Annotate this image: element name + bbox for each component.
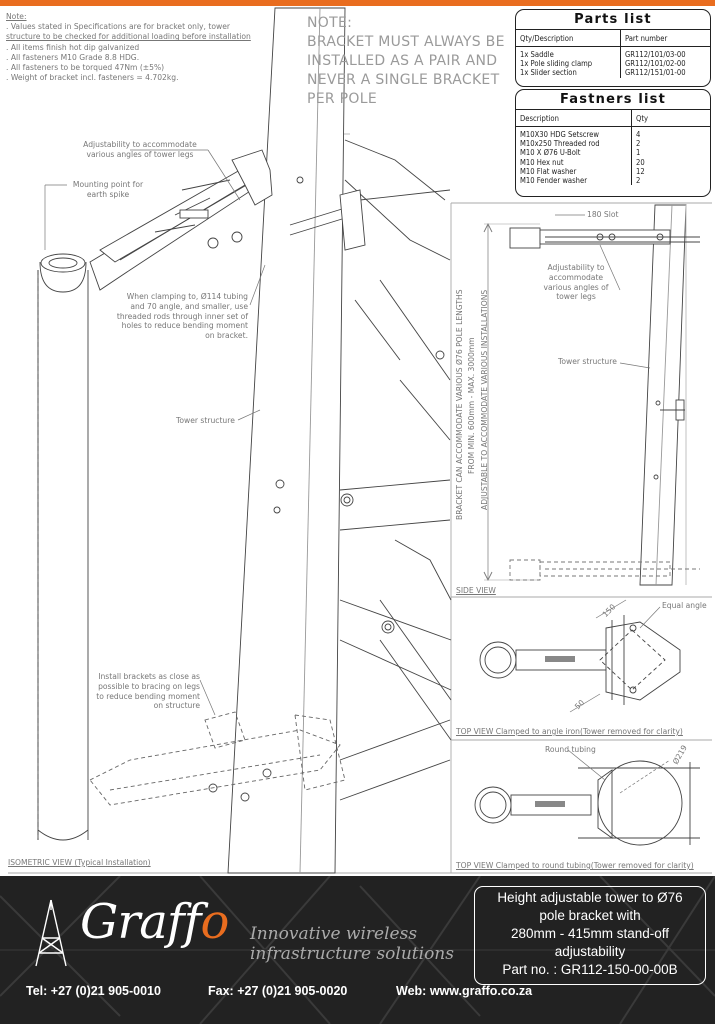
brand-name: Graffo	[80, 894, 229, 950]
title-line: pole bracket with	[539, 908, 641, 923]
top-view-angle-label: TOP VIEW Clamped to angle iron(Tower rem…	[456, 727, 683, 736]
table-row: M10 Flat washer 12	[516, 166, 710, 177]
web-link[interactable]: www.graffo.co.za	[429, 984, 533, 998]
parts-list-table: Parts list Qty/Description Part number 1…	[515, 9, 711, 87]
contact-web: Web: www.graffo.co.za	[396, 984, 532, 998]
top-accent-bar	[0, 0, 715, 6]
tel-label: Tel:	[26, 984, 48, 998]
title-line: adjustability	[554, 944, 626, 959]
fasteners-cell: 20	[631, 157, 710, 167]
table-row: 1x Saddle GR112/101/03-00	[516, 46, 710, 60]
graffo-logo-icon	[35, 899, 67, 967]
fasteners-cell: 2	[631, 139, 710, 149]
parts-cell: 1x Slider section	[520, 68, 577, 78]
table-row: M10 X Ø76 U-Bolt 1	[516, 148, 710, 158]
table-row: M10X30 HDG Setscrew 4	[516, 126, 710, 140]
notes-heading: Note:	[6, 12, 27, 21]
adjustable-label: ADJUSTABLE TO ACCOMMODATE VARIOUS INSTAL…	[480, 289, 489, 510]
parts-header-part-number: Part number	[619, 30, 710, 47]
fasteners-header-description: Description	[516, 110, 632, 127]
fax-number: +27 (0)21 905-0020	[237, 984, 348, 998]
contact-telephone: Tel: +27 (0)21 905-0010	[26, 984, 161, 998]
parts-list-title: Parts list	[516, 10, 710, 30]
parts-cell: GR112/151/01-00	[619, 68, 710, 78]
parts-cell: 1x Pole sliding clamp	[520, 59, 593, 69]
title-line: Height adjustable tower to Ø76	[497, 890, 683, 905]
parts-header-description: Qty/Description	[516, 30, 621, 47]
callout-adjustability: Adjustability to accommodate various ang…	[83, 140, 197, 159]
note-line: . Values stated in Specifications are fo…	[6, 22, 231, 32]
callout-slot: 180 Slot	[587, 210, 619, 219]
pair-installation-note: NOTE: BRACKET MUST ALWAYS BE INSTALLED A…	[307, 14, 507, 134]
callout-side-tower-structure: Tower structure	[558, 357, 617, 366]
product-title-box: Height adjustable tower to Ø76 pole brac…	[474, 886, 706, 985]
side-view-label: SIDE VIEW	[456, 586, 496, 595]
contact-fax: Fax: +27 (0)21 905-0020	[208, 984, 347, 998]
general-notes: Note: . Values stated in Specifications …	[6, 12, 274, 83]
fasteners-cell: M10 Flat washer	[520, 166, 577, 176]
fasteners-cell: 2	[631, 176, 710, 186]
top-view-round-label: TOP VIEW Clamped to round tubing(Tower r…	[456, 861, 694, 870]
table-row: M10 Hex nut 20	[516, 157, 710, 167]
isometric-view-label: ISOMETRIC VIEW (Typical Installation)	[8, 858, 151, 867]
note-box-text: BRACKET MUST ALWAYS BE INSTALLED AS A PA…	[307, 34, 505, 107]
table-row: 1x Pole sliding clamp GR112/101/02-00	[516, 59, 710, 69]
fasteners-cell: M10 X Ø76 U-Bolt	[520, 148, 581, 158]
note-line: . All fasteners M10 Grade 8.8 HDG.	[6, 52, 140, 62]
parts-cell: 1x Saddle	[520, 50, 554, 59]
tagline-line-1: Innovative wireless	[250, 924, 418, 944]
note-line: . Weight of bracket incl. fasteners = 4.…	[6, 73, 179, 83]
note-line: . All items finish hot dip galvanized	[6, 42, 140, 52]
callout-round-tubing: Round tubing	[545, 745, 596, 754]
parts-cell: GR112/101/03-00	[619, 46, 710, 60]
note-box-heading: NOTE:	[307, 15, 353, 31]
web-label: Web:	[396, 984, 427, 998]
tel-number: +27 (0)21 905-0010	[50, 984, 161, 998]
fasteners-cell: 4	[631, 126, 710, 140]
fasteners-cell: 12	[631, 166, 710, 177]
tagline-line-2: infrastructure solutions	[250, 944, 454, 964]
pole-range-label: FROM MIN. 600mm - MAX. 3000mm	[467, 337, 476, 474]
note-line: structure to be checked for additional l…	[6, 32, 251, 42]
fax-label: Fax:	[208, 984, 234, 998]
fasteners-cell: M10X30 HDG Setscrew	[520, 130, 599, 139]
technical-drawing	[8, 7, 712, 874]
table-row: M10x250 Threaded rod 2	[516, 139, 710, 149]
table-row: 1x Slider section GR112/151/01-00	[516, 68, 710, 78]
footer-band: Graffo Innovative wireless infrastructur…	[0, 876, 715, 1024]
callout-equal-angle: Equal angle	[662, 601, 707, 610]
callout-install-brackets: Install brackets as close as possible to…	[96, 672, 200, 711]
pole-lengths-label: BRACKET CAN ACCOMMODATE VARIOUS Ø76 POLE…	[455, 289, 464, 520]
lattice-background	[0, 876, 715, 1024]
fasteners-cell: M10x250 Threaded rod	[520, 139, 600, 149]
brand-tagline: Innovative wireless infrastructure solut…	[250, 924, 454, 964]
part-number: Part no. : GR112-150-00-00B	[502, 962, 678, 977]
table-row: M10 Fender washer 2	[516, 176, 710, 186]
fasteners-cell: M10 Hex nut	[520, 157, 564, 167]
callout-tower-structure: Tower structure	[176, 416, 235, 425]
callout-side-adjustability: Adjustability to accommodate various ang…	[543, 263, 609, 302]
title-line: 280mm - 415mm stand-off	[510, 926, 670, 941]
callout-clamping: When clamping to, Ø114 tubing and 70 ang…	[116, 292, 248, 341]
brand-main: Graff	[80, 894, 201, 950]
fasteners-cell: 1	[631, 148, 710, 158]
parts-cell: GR112/101/02-00	[619, 59, 710, 69]
fasteners-cell: M10 Fender washer	[520, 176, 588, 186]
fasteners-list-title: Fastners list	[516, 90, 710, 110]
callout-mounting-point: Mounting point for earth spike	[72, 180, 144, 199]
note-line: . All fasteners to be torqued 47Nm (±5%)	[6, 63, 165, 73]
fasteners-list-table: Fastners list Description Qty M10X30 HDG…	[515, 89, 711, 197]
fasteners-header-qty: Qty	[631, 110, 710, 127]
brand-end: o	[200, 894, 229, 950]
